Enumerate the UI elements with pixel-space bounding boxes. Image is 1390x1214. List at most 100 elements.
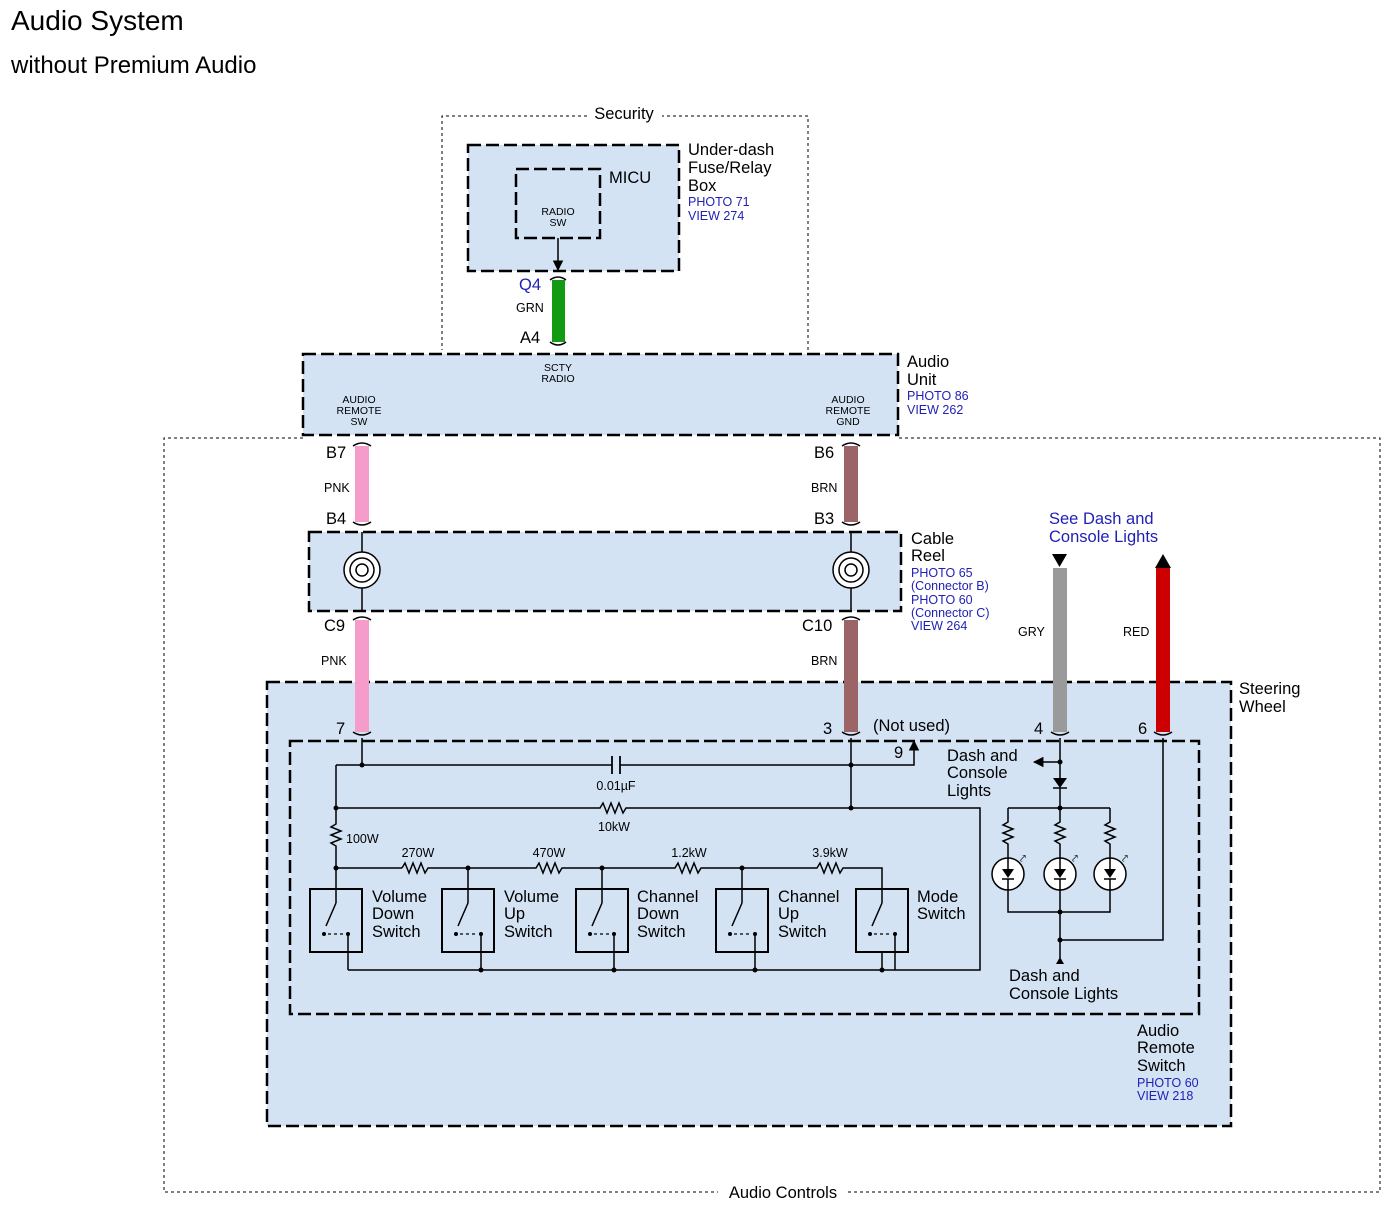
cable-reel-photo-60-link[interactable]: PHOTO 60 bbox=[911, 593, 973, 607]
remote-switch-name-1: Audio bbox=[1137, 1022, 1179, 1040]
wire-brn-lower-label: BRN bbox=[811, 654, 837, 668]
switch-channel-up[interactable]: Channel Up Switch bbox=[715, 888, 839, 953]
audio-unit: SCTY RADIO AUDIO REMOTE SW AUDIO REMOTE … bbox=[301, 352, 969, 437]
wire-pnk-upper: B7 PNK B4 bbox=[324, 442, 372, 528]
cable-reel-name-2: Reel bbox=[911, 547, 945, 565]
switch-circuit: 0.01µF 10kW 100W 270W 470W 1.2kW 3.9kW bbox=[328, 738, 981, 973]
switch-volume-down[interactable]: Volume Down Switch bbox=[309, 888, 427, 953]
security-region: Security bbox=[441, 105, 809, 350]
not-used-label: (Not used) bbox=[873, 717, 950, 735]
svg-text:⤤: ⤤ bbox=[1122, 853, 1128, 865]
wire-red-label: RED bbox=[1123, 625, 1149, 639]
dash-lights-top-3: Lights bbox=[947, 782, 991, 800]
switch-mode[interactable]: Mode Switch bbox=[855, 888, 966, 970]
radio-sw-label-2: SW bbox=[550, 217, 567, 229]
security-label: Security bbox=[594, 105, 654, 123]
switch-channel-down-label-3: Switch bbox=[637, 923, 686, 941]
wire-red: RED 6 bbox=[1123, 554, 1173, 738]
radio-sw-label-1: RADIO bbox=[541, 206, 574, 218]
audio-remote-switch: Audio Remote Switch PHOTO 60 VIEW 218 bbox=[288, 739, 1201, 1103]
dash-lights-bottom-1: Dash and bbox=[1009, 967, 1080, 985]
cable-reel-photo-65-link[interactable]: PHOTO 65 bbox=[911, 566, 973, 580]
cable-reel-view-link[interactable]: VIEW 264 bbox=[911, 619, 967, 633]
remote-switch-photo-link[interactable]: PHOTO 60 bbox=[1137, 1076, 1199, 1090]
scty-label-2: RADIO bbox=[541, 373, 574, 385]
clockspring-right-icon bbox=[832, 551, 870, 589]
bulb-left-icon: ⤤ bbox=[991, 853, 1026, 891]
svg-text:⤤: ⤤ bbox=[1020, 853, 1026, 865]
cable-reel-name-1: Cable bbox=[911, 530, 954, 548]
resistor-470-label: 470W bbox=[533, 846, 566, 860]
switch-channel-down-label-2: Down bbox=[637, 905, 679, 923]
fuse-box-name-3: Box bbox=[688, 177, 717, 195]
switch-channel-up-label-1: Channel bbox=[778, 888, 839, 906]
wire-grn-label: GRN bbox=[516, 301, 544, 315]
remote-sw-label-1: AUDIO bbox=[342, 394, 375, 406]
capacitor-label: 0.01µF bbox=[596, 779, 636, 793]
pin-3: 3 bbox=[823, 720, 832, 738]
wire-pnk-lower-label: PNK bbox=[321, 654, 347, 668]
switch-volume-up-label-1: Volume bbox=[504, 888, 559, 906]
pin-4: 4 bbox=[1034, 720, 1043, 738]
wire-grn: Q4 GRN A4 bbox=[516, 276, 567, 347]
wire-brn-upper-label: BRN bbox=[811, 481, 837, 495]
fuse-box-view-link[interactable]: VIEW 274 bbox=[688, 209, 744, 223]
switch-channel-up-label-2: Up bbox=[778, 905, 799, 923]
remote-switch-view-link[interactable]: VIEW 218 bbox=[1137, 1089, 1193, 1103]
remote-gnd-label-2: REMOTE bbox=[826, 405, 871, 417]
wire-gry-label: GRY bbox=[1018, 625, 1046, 639]
switch-volume-up-label-3: Switch bbox=[504, 923, 553, 941]
pin-q4: Q4 bbox=[519, 276, 541, 294]
audio-unit-photo-link[interactable]: PHOTO 86 bbox=[907, 389, 969, 403]
cable-reel-connector-c: (Connector C) bbox=[911, 606, 990, 620]
switch-mode-label-2: Switch bbox=[917, 905, 966, 923]
resistor-1-2k-label: 1.2kW bbox=[671, 846, 707, 860]
resistor-100-label: 100W bbox=[346, 832, 379, 846]
switch-channel-down[interactable]: Channel Down Switch bbox=[575, 888, 698, 953]
wire-pnk-lower: C9 PNK 7 bbox=[321, 616, 372, 738]
wire-gry: GRY 4 bbox=[1018, 554, 1070, 738]
fuse-box-photo-link[interactable]: PHOTO 71 bbox=[688, 195, 750, 209]
scty-label-1: SCTY bbox=[544, 362, 572, 374]
see-dash-lights-link-2[interactable]: Console Lights bbox=[1049, 528, 1158, 546]
pin-9: 9 bbox=[894, 744, 903, 762]
micu-label: MICU bbox=[609, 169, 651, 187]
wire-brn-upper: B6 BRN B3 bbox=[811, 442, 861, 528]
pin-c10: C10 bbox=[802, 617, 832, 635]
pin-6: 6 bbox=[1138, 720, 1147, 738]
page-title: Audio System bbox=[11, 5, 184, 36]
cable-reel: Cable Reel PHOTO 65 (Connector B) PHOTO … bbox=[307, 530, 990, 633]
fuse-relay-box: MICU RADIO SW Under-dash Fuse/Relay Box … bbox=[466, 141, 774, 273]
switch-volume-down-label-1: Volume bbox=[372, 888, 427, 906]
switch-volume-down-label-2: Down bbox=[372, 905, 414, 923]
resistor-270-label: 270W bbox=[402, 846, 435, 860]
switch-mode-label-1: Mode bbox=[917, 888, 958, 906]
illumination-circuit: ⤤ ⤤ ⤤ Dash and Console Lights Dash and C… bbox=[947, 738, 1164, 1003]
steering-wheel-name-1: Steering bbox=[1239, 680, 1300, 698]
audio-unit-view-link[interactable]: VIEW 262 bbox=[907, 403, 963, 417]
resistor-10k-label: 10kW bbox=[598, 820, 630, 834]
remote-gnd-label-3: GND bbox=[836, 416, 860, 428]
dash-lights-top-1: Dash and bbox=[947, 747, 1018, 765]
dash-lights-bottom-2: Console Lights bbox=[1009, 985, 1118, 1003]
resistor-3-9k-label: 3.9kW bbox=[812, 846, 848, 860]
switch-volume-up[interactable]: Volume Up Switch bbox=[441, 888, 559, 953]
fuse-box-name-2: Fuse/Relay bbox=[688, 159, 772, 177]
switch-volume-up-label-2: Up bbox=[504, 905, 525, 923]
switch-channel-down-label-1: Channel bbox=[637, 888, 698, 906]
switch-volume-down-label-3: Switch bbox=[372, 923, 421, 941]
see-dash-lights-link-1[interactable]: See Dash and bbox=[1049, 510, 1154, 528]
audio-controls-region: Audio Controls bbox=[163, 437, 1381, 1202]
svg-text:⤤: ⤤ bbox=[1072, 853, 1078, 865]
remote-gnd-label-1: AUDIO bbox=[831, 394, 864, 406]
pin-b7: B7 bbox=[326, 444, 346, 462]
page-subtitle: without Premium Audio bbox=[10, 52, 256, 79]
switch-channel-up-label-3: Switch bbox=[778, 923, 827, 941]
audio-unit-name-2: Unit bbox=[907, 371, 937, 389]
wire-brn-lower: C10 BRN 3 bbox=[802, 616, 861, 738]
cable-reel-connector-b: (Connector B) bbox=[911, 579, 989, 593]
pin-b3: B3 bbox=[814, 510, 834, 528]
pin-b6: B6 bbox=[814, 444, 834, 462]
pin-b4: B4 bbox=[326, 510, 346, 528]
